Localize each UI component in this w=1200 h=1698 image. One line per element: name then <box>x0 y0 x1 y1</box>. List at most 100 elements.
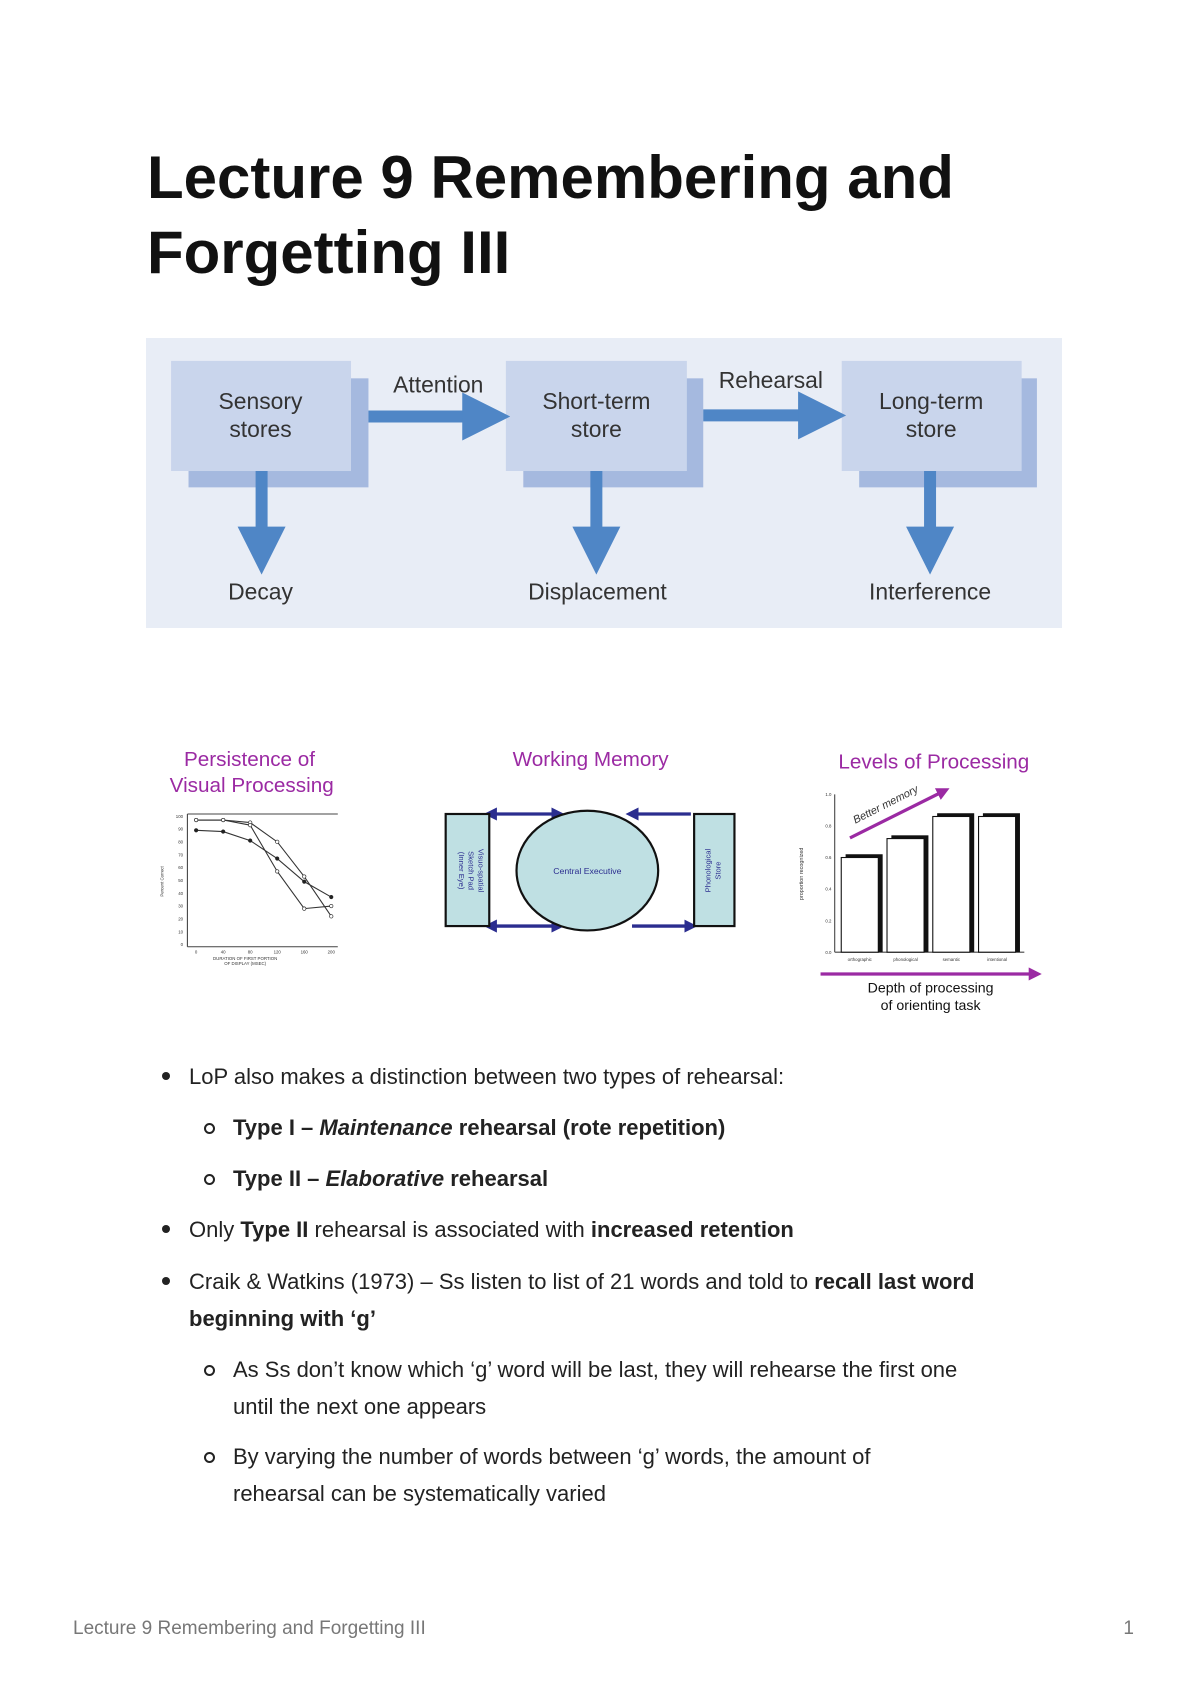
sub-bullet-rehearse-first: As Ss don’t know which ‘g’ word will be … <box>233 1351 963 1425</box>
figures-row: Persistence of Visual Processing Percent… <box>159 748 1042 1013</box>
persistence-xlabel-2: OF DISPLAY (MSEC) <box>224 961 266 966</box>
levels-ytick: 0.8 <box>825 824 832 829</box>
persistence-xtick: 120 <box>274 949 282 954</box>
bullet-type-2-retention: Only Type II rehearsal is associated wit… <box>189 1211 1079 1248</box>
levels-ylabel: proportion recognized <box>799 848 805 901</box>
long-term-label: Long-term <box>879 388 983 414</box>
short-term-label-2: store <box>571 416 622 442</box>
persistence-xtick: 40 <box>221 949 226 954</box>
persistence-point <box>221 817 226 823</box>
elaborative-emphasis: Elaborative <box>325 1166 445 1191</box>
persistence-ytick: 80 <box>178 839 183 844</box>
persistence-xtick: 160 <box>301 949 309 954</box>
levels-bar <box>978 815 1017 953</box>
sensory-label-2: stores <box>229 416 291 442</box>
bullet-dot <box>162 1072 170 1080</box>
bullet-dot <box>162 1225 170 1233</box>
memory-model-diagram: Sensory stores Short-term store Long-ter… <box>146 338 1062 628</box>
levels-bar <box>840 856 879 953</box>
levels-ytick: 0.0 <box>825 950 832 955</box>
persistence-point <box>302 874 307 879</box>
levels-category-label: semantic <box>943 957 961 962</box>
footer-title: Lecture 9 Remembering and Forgetting III <box>73 1618 426 1639</box>
sensory-label: Sensory <box>219 388 303 414</box>
persistence-series-line <box>196 819 332 910</box>
central-executive-label: Central Executive <box>553 866 621 876</box>
text: By varying the number of words between ‘… <box>233 1444 871 1506</box>
bullet-craik-watkins: Craik & Watkins (1973) – Ss listen to li… <box>189 1263 1069 1337</box>
sketchpad-label-3: (Inner Eye) <box>457 852 466 890</box>
persistence-point <box>275 869 280 874</box>
levels-ytick: 1.0 <box>825 792 832 797</box>
text-bold: increased retention <box>590 1217 794 1242</box>
levels-category-label: intentional <box>987 957 1007 962</box>
persistence-ytick: 60 <box>178 865 183 870</box>
persistence-point <box>194 817 199 823</box>
text: rehearsal is associated with <box>308 1217 591 1242</box>
levels-ytick: 0.4 <box>825 887 832 892</box>
sensory-store-box: Sensory stores <box>171 360 369 488</box>
persistence-point <box>329 914 334 919</box>
persistence-series-line <box>196 819 332 917</box>
persistence-ytick: 20 <box>178 917 183 922</box>
working-memory-diagram: Central Executive Visuo-spatial Sketch P… <box>444 807 736 933</box>
levels-bar <box>932 815 971 953</box>
bullet-text: LoP also makes a distinction between two… <box>189 1064 785 1089</box>
levels-ytick: 0.2 <box>825 918 832 923</box>
text: Type I – <box>233 1115 320 1140</box>
persistence-point <box>275 856 280 861</box>
persistence-ytick: 0 <box>181 942 184 947</box>
persistence-ytick: 30 <box>178 904 183 909</box>
bullet-lop-distinction: LoP also makes a distinction between two… <box>189 1058 1079 1095</box>
levels-xlabel-2: of orienting task <box>881 997 982 1013</box>
persistence-point <box>329 894 334 900</box>
decay-label: Decay <box>228 579 293 605</box>
text: Only <box>189 1217 241 1242</box>
long-term-store-box: Long-term store <box>841 360 1037 488</box>
rehearsal-label: Rehearsal <box>719 367 823 393</box>
persistence-xtick: 80 <box>248 949 253 954</box>
persistence-point <box>221 829 226 834</box>
persistence-point <box>275 839 280 844</box>
title-line-2: Forgetting III <box>147 219 511 286</box>
persistence-ytick: 70 <box>178 852 183 857</box>
persistence-xtick: 200 <box>328 949 336 954</box>
sub-bullet-type-2: Type II – Elaborative rehearsal <box>233 1160 993 1197</box>
persistence-title-2: Visual Processing <box>170 774 334 797</box>
text: Type II – <box>233 1166 326 1191</box>
phonological-label-2: Store <box>713 861 722 879</box>
persistence-ylabel: Percent Correct <box>159 865 164 896</box>
persistence-title-1: Persistence of <box>184 748 315 771</box>
persistence-ytick: 10 <box>178 929 183 934</box>
persistence-xlabel-1: DURATION OF FIRST PORTION <box>213 956 277 961</box>
better-memory-arrow <box>849 788 950 840</box>
levels-ytick: 0.6 <box>825 855 832 860</box>
sub-bullet-type-1: Type I – Maintenance rehearsal (rote rep… <box>233 1109 993 1146</box>
persistence-ytick: 100 <box>176 814 184 819</box>
levels-xlabel-1: Depth of processing <box>868 979 994 995</box>
persistence-point <box>248 823 253 828</box>
persistence-point <box>248 838 253 843</box>
persistence-point <box>302 906 307 911</box>
page-title: Lecture 9 Remembering and Forgetting III <box>147 140 954 290</box>
text: rehearsal (rote repetition) <box>452 1115 726 1140</box>
persistence-point <box>194 828 199 833</box>
sub-bullet-ring <box>204 1365 215 1376</box>
displacement-label: Displacement <box>528 579 667 605</box>
persistence-ytick: 90 <box>178 827 183 832</box>
sub-bullet-varying-words: By varying the number of words between ‘… <box>233 1438 963 1512</box>
long-term-label-2: store <box>906 416 957 442</box>
page-number: 1 <box>1123 1618 1134 1639</box>
short-term-store-box: Short-term store <box>505 360 704 488</box>
title-line-1: Lecture 9 Remembering and <box>147 144 954 211</box>
text: rehearsal <box>444 1166 549 1191</box>
persistence-series-line <box>196 829 332 898</box>
sketchpad-label-1: Visuo-spatial <box>476 849 485 893</box>
levels-bar <box>886 838 925 953</box>
attention-label: Attention <box>393 372 483 398</box>
levels-category-label: phonological <box>893 957 917 962</box>
sub-bullet-ring <box>204 1452 215 1463</box>
sub-bullet-ring <box>204 1123 215 1134</box>
short-term-label: Short-term <box>542 388 650 414</box>
sketchpad-label-2: Sketch Pad <box>467 851 476 890</box>
